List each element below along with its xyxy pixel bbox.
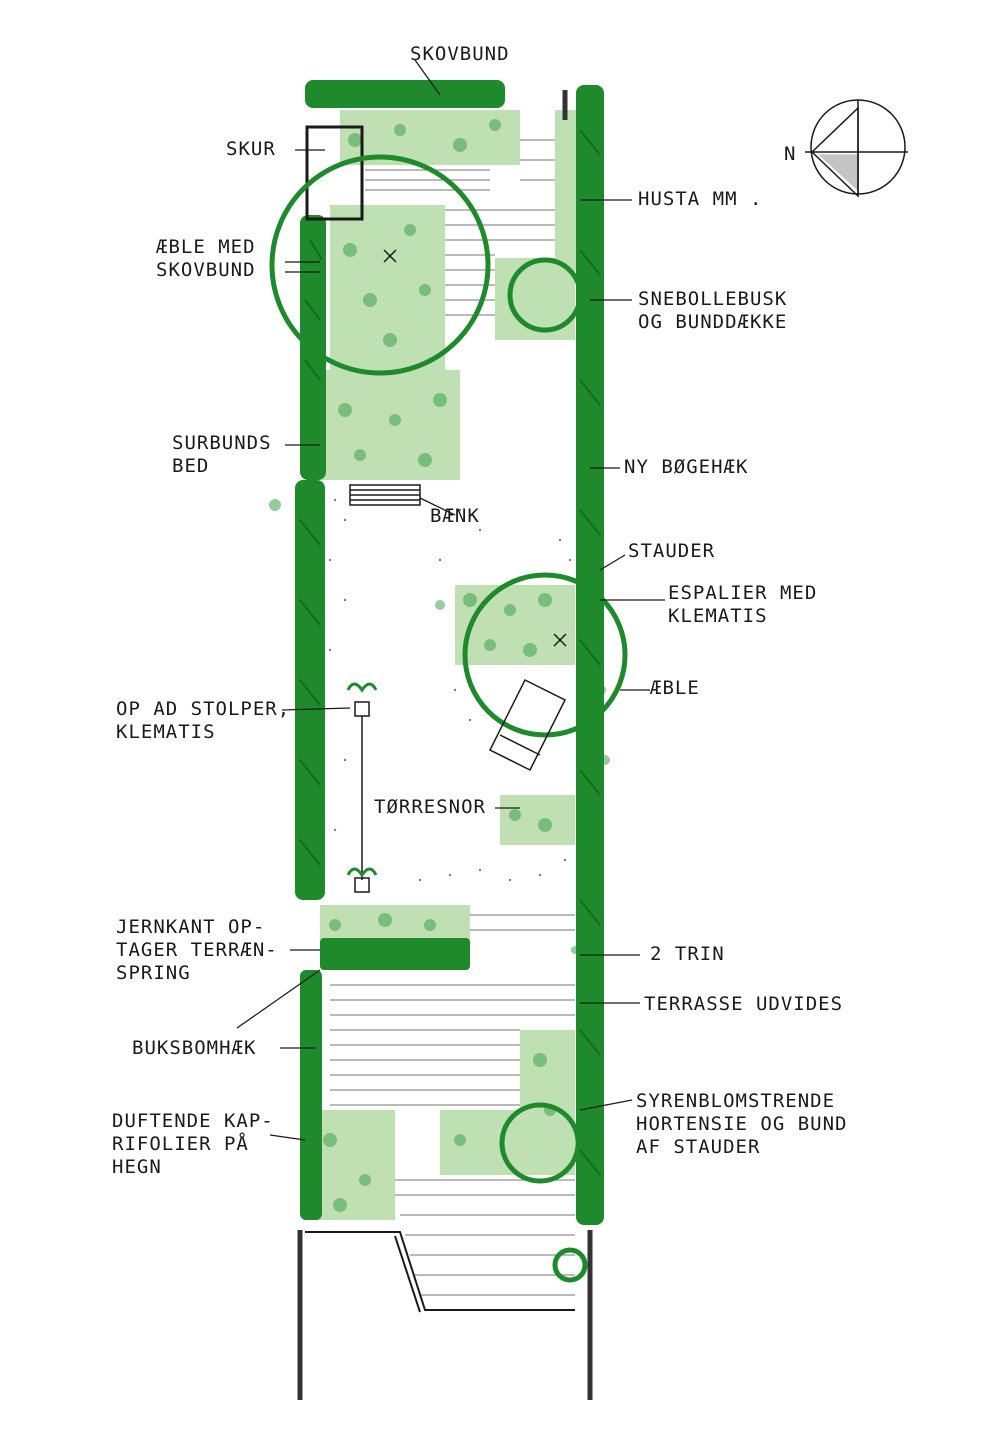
label-line: SKOVBUND bbox=[156, 259, 256, 281]
label-line: KLEMATIS bbox=[668, 605, 768, 627]
east-strip-bed bbox=[555, 110, 580, 270]
label-espalier: ESPALIER MED KLEMATIS bbox=[668, 582, 817, 628]
east-hedge bbox=[576, 85, 604, 1225]
label-line: JERNKANT OP- bbox=[116, 916, 266, 938]
apple-tree-north bbox=[269, 154, 491, 376]
gravel-stipple bbox=[328, 498, 572, 882]
label-buksbomhaek: BUKSBOMHÆK bbox=[132, 1037, 257, 1059]
label-line: HEGN bbox=[112, 1156, 162, 1178]
foliage-dots bbox=[269, 119, 610, 1212]
small-shrub bbox=[552, 1247, 588, 1283]
label-line: HORTENSIE OG BUND bbox=[636, 1113, 848, 1135]
west-hedge-south bbox=[295, 480, 325, 900]
label-skur: SKUR bbox=[226, 138, 276, 160]
label-line: ÆBLE MED bbox=[156, 236, 256, 258]
torresnor-bed bbox=[500, 795, 575, 845]
label-husta: HUSTA MM . bbox=[638, 188, 763, 210]
surbunds-bed bbox=[320, 370, 460, 480]
boundary-walls bbox=[297, 90, 593, 1400]
label-terrasse: TERRASSE UDVIDES bbox=[644, 993, 844, 1015]
label-stauder: STAUDER bbox=[628, 540, 716, 562]
apple-tree-south bbox=[462, 572, 628, 738]
label-jernkant: JERNKANT OP- TAGER TERRÆN- SPRING bbox=[116, 916, 278, 985]
label-line: ESPALIER MED bbox=[668, 582, 818, 604]
trees bbox=[269, 154, 628, 1283]
label-line: DUFTENDE KAP- bbox=[112, 1110, 274, 1132]
skur-shed bbox=[305, 125, 364, 221]
label-aeble: ÆBLE bbox=[650, 677, 700, 699]
tree-centers bbox=[383, 249, 567, 647]
leader-lines bbox=[236, 59, 665, 1141]
hedges bbox=[295, 80, 604, 1225]
label-line: BED bbox=[172, 455, 210, 477]
label-line: RIFOLIER PÅ bbox=[112, 1133, 249, 1155]
jernkant-bed bbox=[320, 905, 470, 940]
baenk-bench bbox=[349, 484, 421, 506]
north-hedge bbox=[305, 80, 505, 108]
label-line: SYRENBLOMSTRENDE bbox=[636, 1090, 836, 1112]
label-line: KLEMATIS bbox=[116, 721, 216, 743]
label-line: TAGER TERRÆN- bbox=[116, 939, 278, 961]
hortensie bbox=[499, 1102, 581, 1184]
label-op-ad-stolper: OP AD STOLPER, KLEMATIS bbox=[116, 698, 290, 744]
entrance-steps bbox=[305, 1231, 575, 1313]
snebollebusk bbox=[507, 257, 583, 333]
label-line: AF STAUDER bbox=[636, 1136, 761, 1158]
label-line: OP AD STOLPER, bbox=[116, 698, 291, 720]
label-syrenblomstrende: SYRENBLOMSTRENDE HORTENSIE OG BUND AF ST… bbox=[636, 1090, 847, 1159]
label-duftende: DUFTENDE KAP- RIFOLIER PÅ HEGN bbox=[112, 1110, 274, 1179]
label-line: SPRING bbox=[116, 962, 191, 984]
buksbom-hedge bbox=[320, 938, 470, 970]
label-snebollebusk: SNEBOLLEBUSK OG BUNDDÆKKE bbox=[638, 288, 787, 334]
compass-north-label: N bbox=[784, 143, 797, 165]
label-ny-bogehaek: NY BØGEHÆK bbox=[624, 456, 749, 478]
deck-hatching bbox=[330, 139, 575, 1296]
label-line: SNEBOLLEBUSK bbox=[638, 288, 788, 310]
label-surbunds: SURBUNDS BED bbox=[172, 432, 272, 478]
sun-lounger bbox=[488, 678, 567, 772]
hedge-texture bbox=[299, 129, 601, 1176]
label-line: SURBUNDS bbox=[172, 432, 272, 454]
label-aeble-skovbund: ÆBLE MED SKOVBUND bbox=[156, 236, 256, 282]
north-arrow-compass-icon bbox=[805, 99, 908, 198]
label-skovbund: SKOVBUND bbox=[410, 43, 510, 65]
terrace-east-bed bbox=[520, 1030, 575, 1175]
label-trin: 2 TRIN bbox=[650, 943, 725, 965]
west-hedge-terrace bbox=[300, 970, 322, 1220]
torresnor-clothesline bbox=[346, 682, 378, 893]
label-torresnor: TØRRESNOR bbox=[374, 796, 486, 818]
label-line: OG BUNDDÆKKE bbox=[638, 311, 788, 333]
label-baenk: BÆNK bbox=[430, 505, 480, 527]
